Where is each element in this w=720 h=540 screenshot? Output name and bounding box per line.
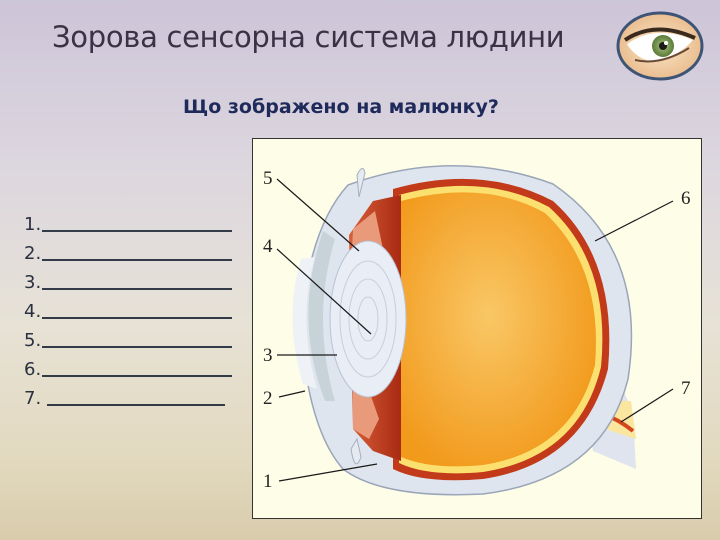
answer-item-1[interactable]: 1.: [24, 207, 233, 236]
answer-item-5[interactable]: 5.: [24, 323, 233, 352]
diagram-label-7: 7: [681, 378, 691, 399]
diagram-label-6: 6: [681, 188, 691, 209]
answer-item-4[interactable]: 4.: [24, 294, 233, 323]
answer-number: 3.: [24, 272, 42, 293]
answer-blank-line[interactable]: [42, 317, 233, 319]
answer-blank-line[interactable]: [42, 230, 233, 232]
question-heading: Що зображено на малюнку?: [183, 96, 499, 118]
diagram-label-1: 1: [263, 471, 273, 492]
answer-list: 1. 2. 3. 4. 5. 6. 7.: [24, 207, 233, 410]
diagram-label-5: 5: [263, 168, 273, 189]
answer-number: 1.: [24, 214, 42, 235]
answer-number: 5.: [24, 330, 42, 351]
answer-blank-line[interactable]: [42, 288, 233, 290]
answer-number: 7.: [24, 388, 42, 409]
diagram-label-2: 2: [263, 388, 273, 409]
answer-item-3[interactable]: 3.: [24, 265, 233, 294]
diagram-label-3: 3: [263, 345, 273, 366]
answer-number: 4.: [24, 301, 42, 322]
answer-number: 6.: [24, 359, 42, 380]
answer-item-7[interactable]: 7.: [24, 381, 232, 410]
answer-item-2[interactable]: 2.: [24, 236, 233, 265]
answer-item-6[interactable]: 6.: [24, 352, 233, 381]
answer-blank-line[interactable]: [42, 375, 233, 377]
answer-blank-line[interactable]: [42, 346, 233, 348]
diagram-label-4: 4: [263, 236, 273, 257]
answer-blank-line[interactable]: [42, 259, 233, 261]
answer-blank-line[interactable]: [47, 404, 226, 406]
eye-diagram: 5 4 3 2 1 6 7: [252, 138, 702, 519]
eyeball-cross-section: [276, 165, 674, 496]
answer-number: 2.: [24, 243, 42, 264]
slide-title: Зорова сенсорна система людини: [52, 20, 565, 54]
eye-photo-icon: [615, 10, 705, 82]
